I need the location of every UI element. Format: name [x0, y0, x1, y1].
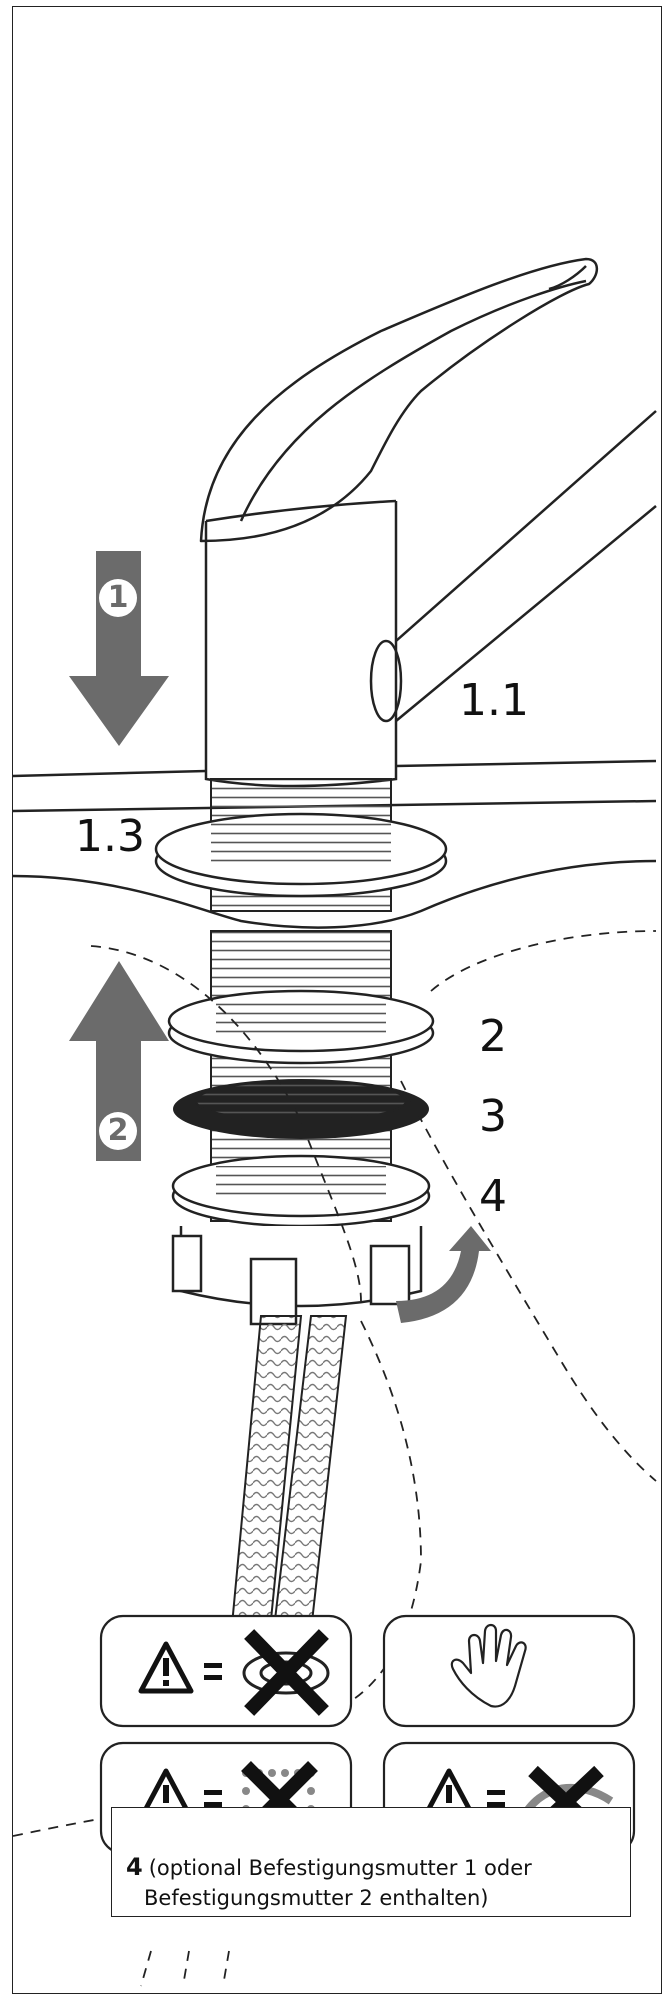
step-2-badge: 2 — [99, 1112, 137, 1150]
step-1-badge: 1 — [99, 579, 137, 617]
part-label-2: 2 — [479, 1011, 507, 1062]
note-line-1: (optional Befestigungsmutter 1 oder — [148, 1856, 532, 1880]
warning-triangle-icon — [138, 1641, 194, 1694]
dashed-guides — [13, 930, 657, 1987]
push-down-arrow — [69, 551, 169, 746]
hand-icon — [450, 1623, 527, 1708]
part-label-1-1: 1.1 — [459, 675, 529, 726]
mounting-nut — [171, 1226, 423, 1326]
note-line-2: Befestigungsmutter 2 enthalten) — [144, 1886, 489, 1910]
note-number: 4 — [126, 1853, 143, 1881]
part-label-4: 4 — [479, 1171, 507, 1222]
faucet-body — [204, 499, 403, 788]
washer-2 — [167, 989, 435, 1065]
note-box: 4(optional Befestigungsmutter 1 oder Bef… — [111, 1807, 631, 1917]
exclamation-mark — [163, 1658, 169, 1686]
part-label-3: 3 — [479, 1091, 507, 1142]
faucet-lever — [199, 257, 599, 543]
washer-1-3 — [154, 812, 448, 898]
no-rotate-nut-icon — [242, 1629, 330, 1716]
instruction-frame: 1.1 1.3 2 3 4 1 2 4(optional Befestigung… — [12, 6, 662, 1994]
part-label-1-3: 1.3 — [75, 811, 145, 862]
nut-ring — [171, 1154, 431, 1228]
faucet-spout — [395, 410, 657, 722]
faucet-installation-diagram — [13, 257, 657, 1987]
push-up-arrow — [69, 961, 169, 1161]
equals-sign — [204, 1663, 222, 1680]
rotate-arrow — [396, 1226, 491, 1323]
gasket-3 — [173, 1079, 429, 1139]
